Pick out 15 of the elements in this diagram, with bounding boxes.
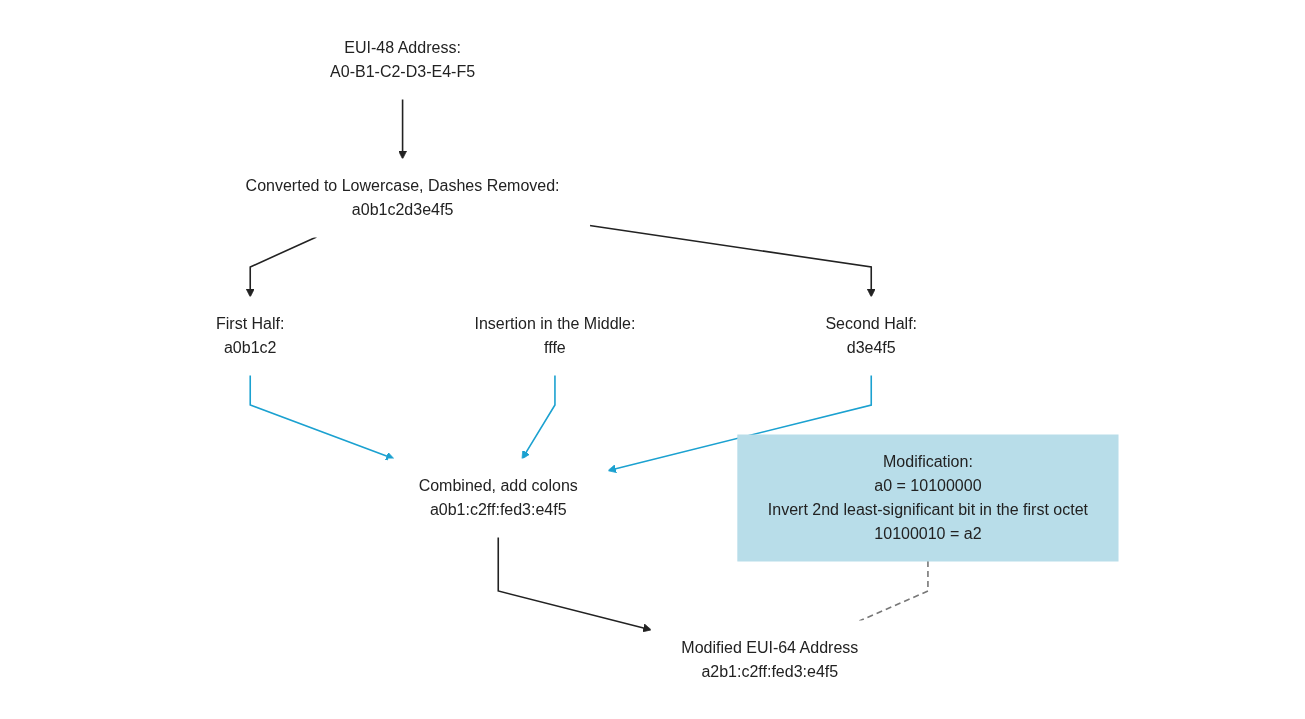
arrow — [398, 97, 408, 159]
node-text: Second Half: d3e4f5 — [825, 314, 918, 356]
node-text: Combined, add colons a0b1:c2ff:fed3:e4f5 — [419, 476, 579, 518]
node-box: Modification: a0 = 10100000 Invert 2nd least-significant bit in the first octet 10100010 = a2 — [737, 434, 1119, 561]
arrow — [249, 373, 396, 460]
arrow — [607, 373, 873, 473]
node-text: Insertion in the Middle: fffe — [474, 314, 636, 356]
arrow — [246, 235, 318, 297]
node-text: Converted to Lowercase, Dashes Removed: a0b1c2d3e4f5 — [246, 176, 561, 218]
arrow — [589, 224, 877, 297]
node-text: First Half: a0b1c2 — [216, 314, 285, 356]
node-text: EUI-48 Address: A0-B1-C2-D3-E4-F5 — [330, 38, 476, 80]
node-text: Modified EUI-64 Address a2b1:c2ff:fed3:e4f5 — [681, 638, 859, 680]
arrow — [497, 535, 653, 632]
arrow — [522, 373, 557, 459]
